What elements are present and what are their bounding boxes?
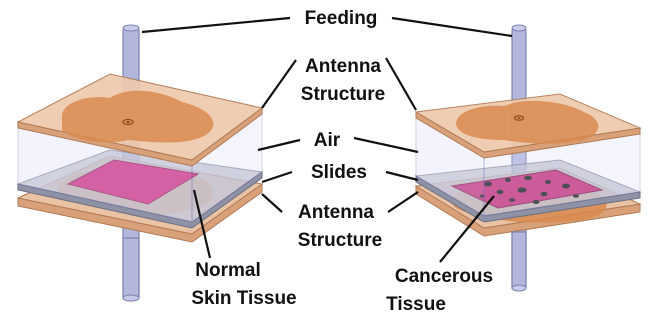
label-antenna-top: Antenna (305, 56, 381, 77)
label-tissue: Tissue (386, 294, 446, 315)
left-feed-rod-lower (123, 238, 139, 298)
right-feed-rod-top (512, 25, 526, 31)
leader-feeding-right (392, 18, 512, 36)
leader-antenna-bottom-left (262, 194, 282, 212)
leader-antenna-top-left (262, 60, 296, 108)
label-cancerous: Cancerous (395, 266, 493, 287)
label-slides: Slides (311, 162, 367, 183)
right-feed-point-inner (517, 117, 520, 119)
right-feed-rod-lower (512, 232, 526, 288)
leader-air-right (354, 138, 418, 152)
left-feed-rod-top (123, 25, 139, 31)
label-air: Air (314, 130, 341, 151)
right-feed-rod-base (512, 285, 526, 291)
left-feed-point-inner (126, 121, 130, 123)
label-structure-bottom: Structure (298, 230, 382, 251)
leader-antenna-bottom-right (388, 192, 418, 212)
leader-feeding-left (142, 18, 290, 32)
label-feeding: Feeding (305, 8, 378, 29)
label-antenna-bottom: Antenna (298, 202, 374, 223)
left-feed-rod-base (123, 295, 139, 301)
label-skin-tissue: Skin Tissue (191, 288, 296, 309)
leader-slides-left (262, 172, 292, 182)
leader-slides-right (386, 172, 418, 180)
leader-antenna-top-right (386, 58, 416, 110)
label-normal: Normal (195, 260, 260, 281)
label-structure-top: Structure (301, 84, 385, 105)
leader-air-left (258, 140, 300, 150)
